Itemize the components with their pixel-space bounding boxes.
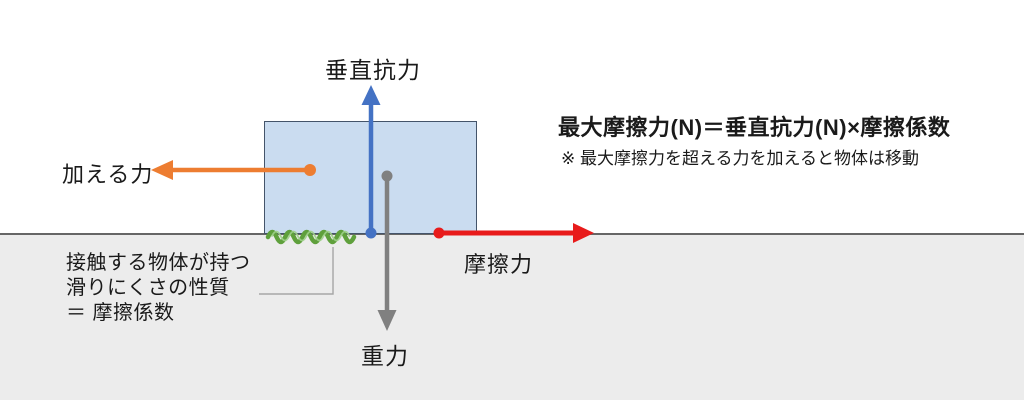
friction-coefficient-note: 接触する物体が持つ 滑りにくさの性質 ＝ 摩擦係数 — [66, 251, 251, 326]
note-line-2: 滑りにくさの性質 — [66, 277, 230, 299]
note-line-1: 接触する物体が持つ — [66, 252, 251, 274]
applied-force-label: 加える力 — [62, 162, 154, 187]
friction-force-label: 摩擦力 — [464, 252, 534, 277]
object-box — [264, 121, 477, 234]
formula-footnote: ※ 最大摩擦力を超える力を加えると物体は移動 — [561, 149, 919, 168]
ground-surface — [0, 233, 1024, 400]
normal-force-label: 垂直抗力 — [325, 57, 421, 83]
gravity-force-label: 重力 — [361, 343, 409, 369]
note-line-3: ＝ 摩擦係数 — [66, 302, 175, 324]
max-friction-formula: 最大摩擦力(N)＝垂直抗力(N)×摩擦係数 — [558, 115, 951, 140]
